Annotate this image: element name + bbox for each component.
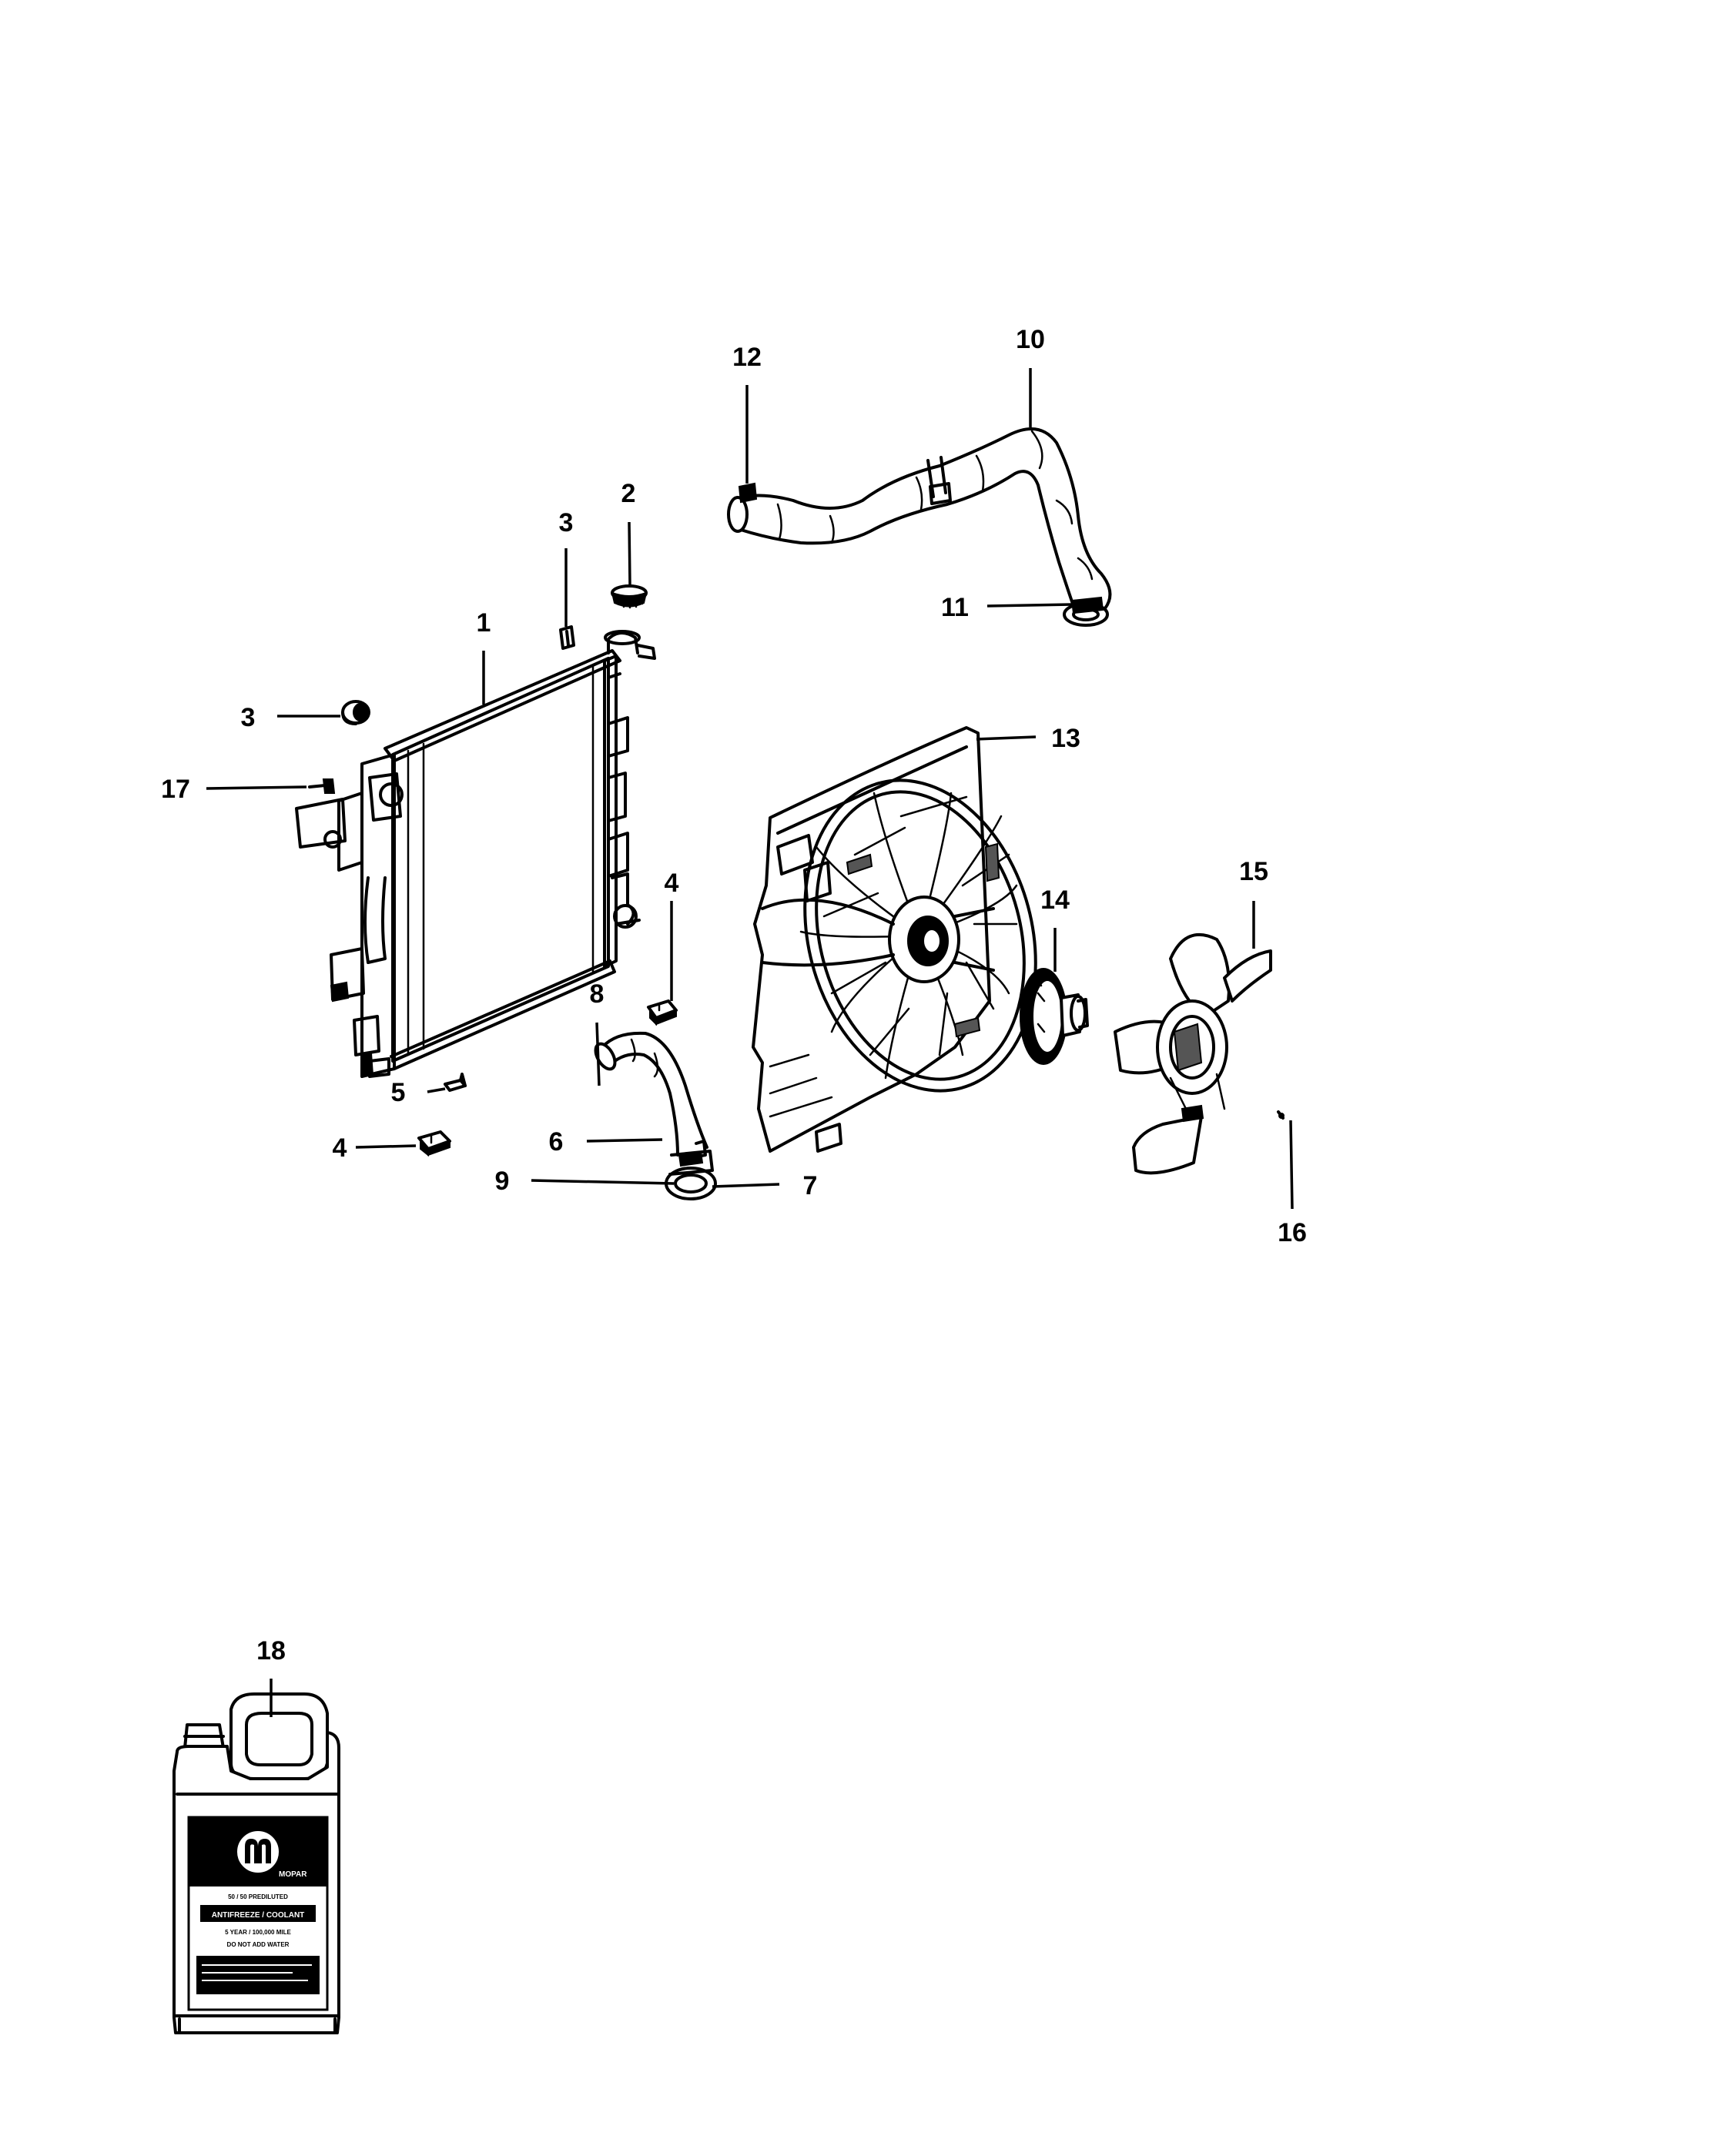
callout-15: 15 (1239, 857, 1268, 886)
fan-shroud-icon (752, 726, 1037, 1153)
callout-17: 17 (161, 775, 190, 804)
coolant-label-line3: 5 YEAR / 100,000 MILE (225, 1929, 291, 1936)
bolt-icon (308, 778, 336, 794)
callout-9: 9 (495, 1167, 510, 1196)
coolant-label-line1: 50 / 50 PREDILUTED (228, 1893, 288, 1900)
callout-4-upper: 4 (665, 869, 679, 898)
callout-labels: 1 2 3 3 4 4 5 6 7 8 9 10 11 12 13 14 15 … (161, 325, 1307, 1666)
callout-6: 6 (549, 1127, 564, 1157)
callout-3-upper: 3 (559, 508, 574, 537)
callout-7: 7 (803, 1171, 818, 1200)
lower-isolator-icon (417, 1130, 451, 1157)
fan-clutch-icon (1020, 968, 1089, 1065)
upper-insulator-icon (559, 625, 575, 650)
fan-bolt-icon (1277, 1110, 1285, 1120)
callout-11: 11 (941, 593, 969, 622)
coolant-brand-text: MOPAR (279, 1870, 307, 1879)
coolant-jug-icon: MOPAR 50 / 50 PREDILUTED ANTIFREEZE / CO… (172, 1692, 340, 2034)
callout-4-lower: 4 (333, 1133, 347, 1163)
callout-14: 14 (1040, 886, 1070, 915)
coolant-label-line4: DO NOT ADD WATER (227, 1941, 290, 1948)
callout-2: 2 (621, 479, 636, 508)
callout-3-left: 3 (241, 703, 256, 732)
radiator-icon (295, 630, 656, 1078)
upper-isolator-icon (647, 999, 678, 1026)
fan-blade-icon (1114, 932, 1272, 1175)
coolant-label-line2: ANTIFREEZE / COOLANT (212, 1911, 305, 1920)
callout-18: 18 (256, 1636, 286, 1666)
callout-5: 5 (391, 1078, 406, 1107)
callout-1: 1 (477, 608, 491, 638)
clip-icon (444, 1073, 467, 1092)
lower-hose-icon (594, 1031, 717, 1200)
callout-8: 8 (590, 979, 605, 1009)
callout-13: 13 (1051, 724, 1080, 753)
leader-lines (206, 368, 1294, 1717)
callout-10: 10 (1016, 325, 1045, 354)
upper-hose-icon (727, 427, 1112, 627)
callout-16: 16 (1278, 1218, 1307, 1247)
radiator-cap-icon (611, 584, 648, 609)
callout-12: 12 (732, 343, 762, 372)
left-insulator-icon (341, 700, 370, 725)
